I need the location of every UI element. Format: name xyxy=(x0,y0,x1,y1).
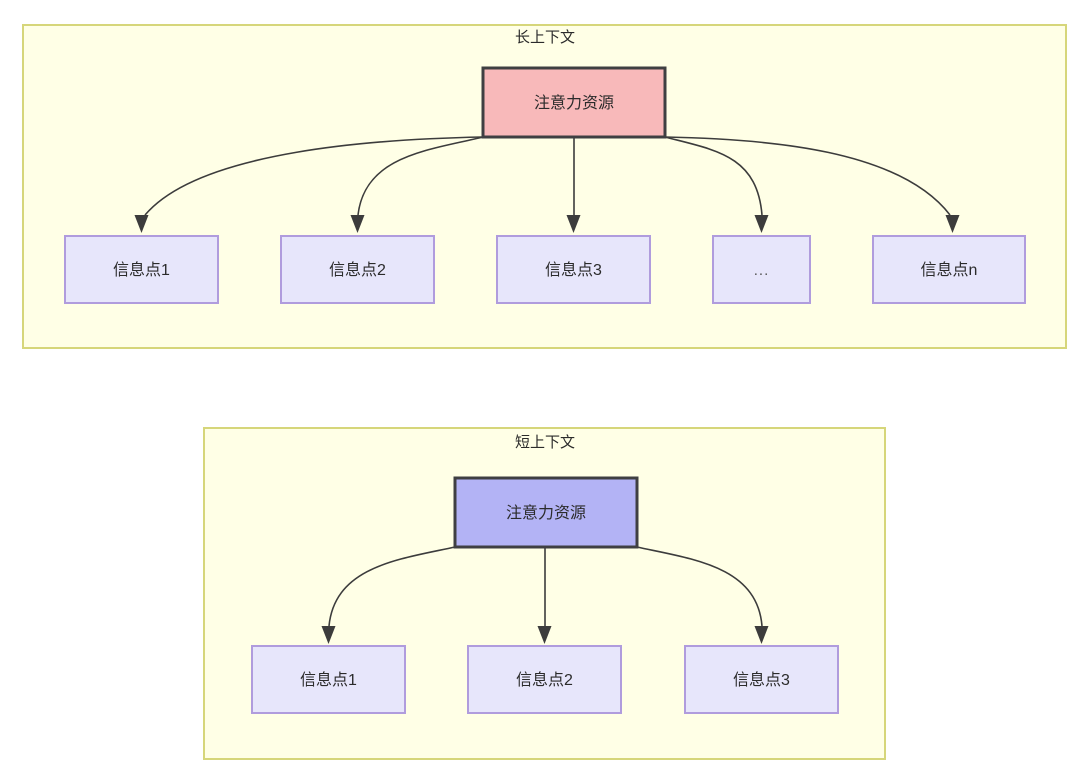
node-attention-long-label: 注意力资源 xyxy=(534,93,614,112)
node-info-short-2-rect[interactable] xyxy=(467,645,622,714)
edge-arrow-short-info-2 xyxy=(537,626,552,644)
edge-arrow-info-3 xyxy=(566,215,581,233)
node-attention-long-rect[interactable] xyxy=(481,66,667,139)
node-info-long-1-label: 信息点1 xyxy=(113,261,170,279)
edge-arrow-short-info-1 xyxy=(321,626,336,644)
node-info-long-n-label: 信息点n xyxy=(921,261,978,279)
node-info-long-3-label: 信息点3 xyxy=(545,261,602,279)
node-info-long-1[interactable]: 信息点1 xyxy=(64,235,219,304)
node-info-long-3[interactable]: 信息点3 xyxy=(496,235,651,304)
node-attention-short[interactable]: 注意力资源 xyxy=(453,476,639,549)
edge-root-to-info-n xyxy=(664,136,951,216)
node-info-short-2-label: 信息点2 xyxy=(516,671,573,689)
edge-arrow-info-1 xyxy=(134,215,149,233)
node-info-long-n-rect[interactable] xyxy=(872,235,1026,304)
node-info-long-ellipsis-label: ... xyxy=(754,262,770,279)
node-info-long-3-rect[interactable] xyxy=(496,235,651,304)
node-info-long-2-label: 信息点2 xyxy=(329,261,386,279)
edge-short-root-to-info-3 xyxy=(636,546,763,627)
panel-title-short-context: 短上下文 xyxy=(515,434,575,451)
edge-root-to-info-2 xyxy=(357,136,484,216)
node-info-long-1-rect[interactable] xyxy=(64,235,219,304)
node-info-long-2-rect[interactable] xyxy=(280,235,435,304)
node-info-short-1[interactable]: 信息点1 xyxy=(251,645,406,714)
node-info-short-1-label: 信息点1 xyxy=(300,671,357,689)
node-attention-short-rect[interactable] xyxy=(453,476,639,549)
node-info-short-3-label: 信息点3 xyxy=(733,671,790,689)
node-attention-short-label: 注意力资源 xyxy=(506,503,586,522)
edge-group-short-context xyxy=(321,546,769,644)
edge-arrow-info-ellipsis xyxy=(754,215,769,233)
edge-group-long-context xyxy=(134,136,960,233)
edge-root-to-info-1 xyxy=(144,136,484,216)
node-info-long-n[interactable]: 信息点n xyxy=(872,235,1026,304)
panel-short-context: 短上下文 注意力资源 信息点1 信息点 xyxy=(203,427,886,760)
node-info-short-3-rect[interactable] xyxy=(684,645,839,714)
node-info-short-1-rect[interactable] xyxy=(251,645,406,714)
node-info-short-2[interactable]: 信息点2 xyxy=(467,645,622,714)
node-info-short-3[interactable]: 信息点3 xyxy=(684,645,839,714)
panel-title-long-context: 长上下文 xyxy=(515,29,575,46)
node-attention-long[interactable]: 注意力资源 xyxy=(481,66,667,139)
node-info-long-ellipsis[interactable]: ... xyxy=(712,235,811,304)
node-info-long-ellipsis-rect[interactable] xyxy=(712,235,811,304)
node-info-long-2[interactable]: 信息点2 xyxy=(280,235,435,304)
edge-root-to-info-ellipsis xyxy=(664,136,763,216)
edge-arrow-info-n xyxy=(945,215,960,233)
panel-long-context: 长上下文 注意力资源 信息 xyxy=(22,24,1067,349)
edge-arrow-short-info-3 xyxy=(754,626,769,644)
edge-short-root-to-info-1 xyxy=(328,546,456,627)
edge-arrow-info-2 xyxy=(350,215,365,233)
